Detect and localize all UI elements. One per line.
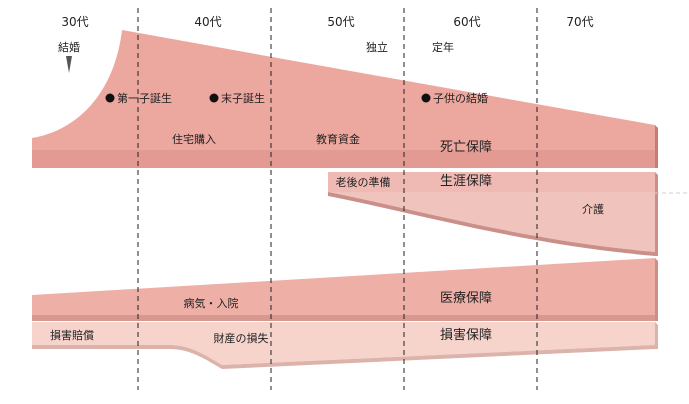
age-label-60s: 60代: [453, 15, 480, 29]
age-label-40s: 40代: [194, 15, 221, 29]
liability-label: 損害賠償: [50, 328, 94, 342]
last-child-label: 末子誕生: [221, 91, 265, 105]
retirement-prep-label: 老後の準備: [336, 175, 391, 189]
illness-hospital-label: 病気・入院: [184, 296, 239, 310]
death-protection-band: [32, 30, 658, 168]
retirement-label: 定年: [432, 40, 454, 54]
nursing-care-label: 介護: [582, 202, 604, 216]
first-child-label: 第一子誕生: [117, 91, 172, 105]
education-fund-label: 教育資金: [316, 132, 360, 146]
medical-protection-title: 医療保障: [440, 291, 492, 306]
living-protection-band: [328, 172, 658, 256]
first-child-dot-icon: [105, 93, 115, 103]
death-protection-title: 死亡保障: [440, 140, 492, 155]
age-label-30s: 30代: [61, 15, 88, 29]
living-protection-title: 生涯保障: [440, 174, 492, 189]
child-wedding-dot-icon: [421, 93, 431, 103]
age-headers: 30代 40代 50代 60代 70代: [61, 15, 593, 29]
house-purchase-label: 住宅購入: [172, 132, 216, 146]
damage-protection-title: 損害保障: [440, 327, 492, 343]
marriage-marker-icon: [66, 56, 72, 73]
property-loss-label: 財産の損失: [214, 331, 269, 345]
marriage-label: 結婚: [58, 40, 80, 54]
decade-dividers: [137, 8, 538, 390]
medical-protection-band: [32, 258, 658, 321]
last-child-dot-icon: [209, 93, 219, 103]
child-wedding-label: 子供の結婚: [433, 91, 488, 105]
independence-label: 独立: [366, 40, 388, 54]
age-label-50s: 50代: [327, 15, 354, 29]
age-label-70s: 70代: [566, 15, 593, 29]
damage-protection-band: [32, 322, 658, 369]
